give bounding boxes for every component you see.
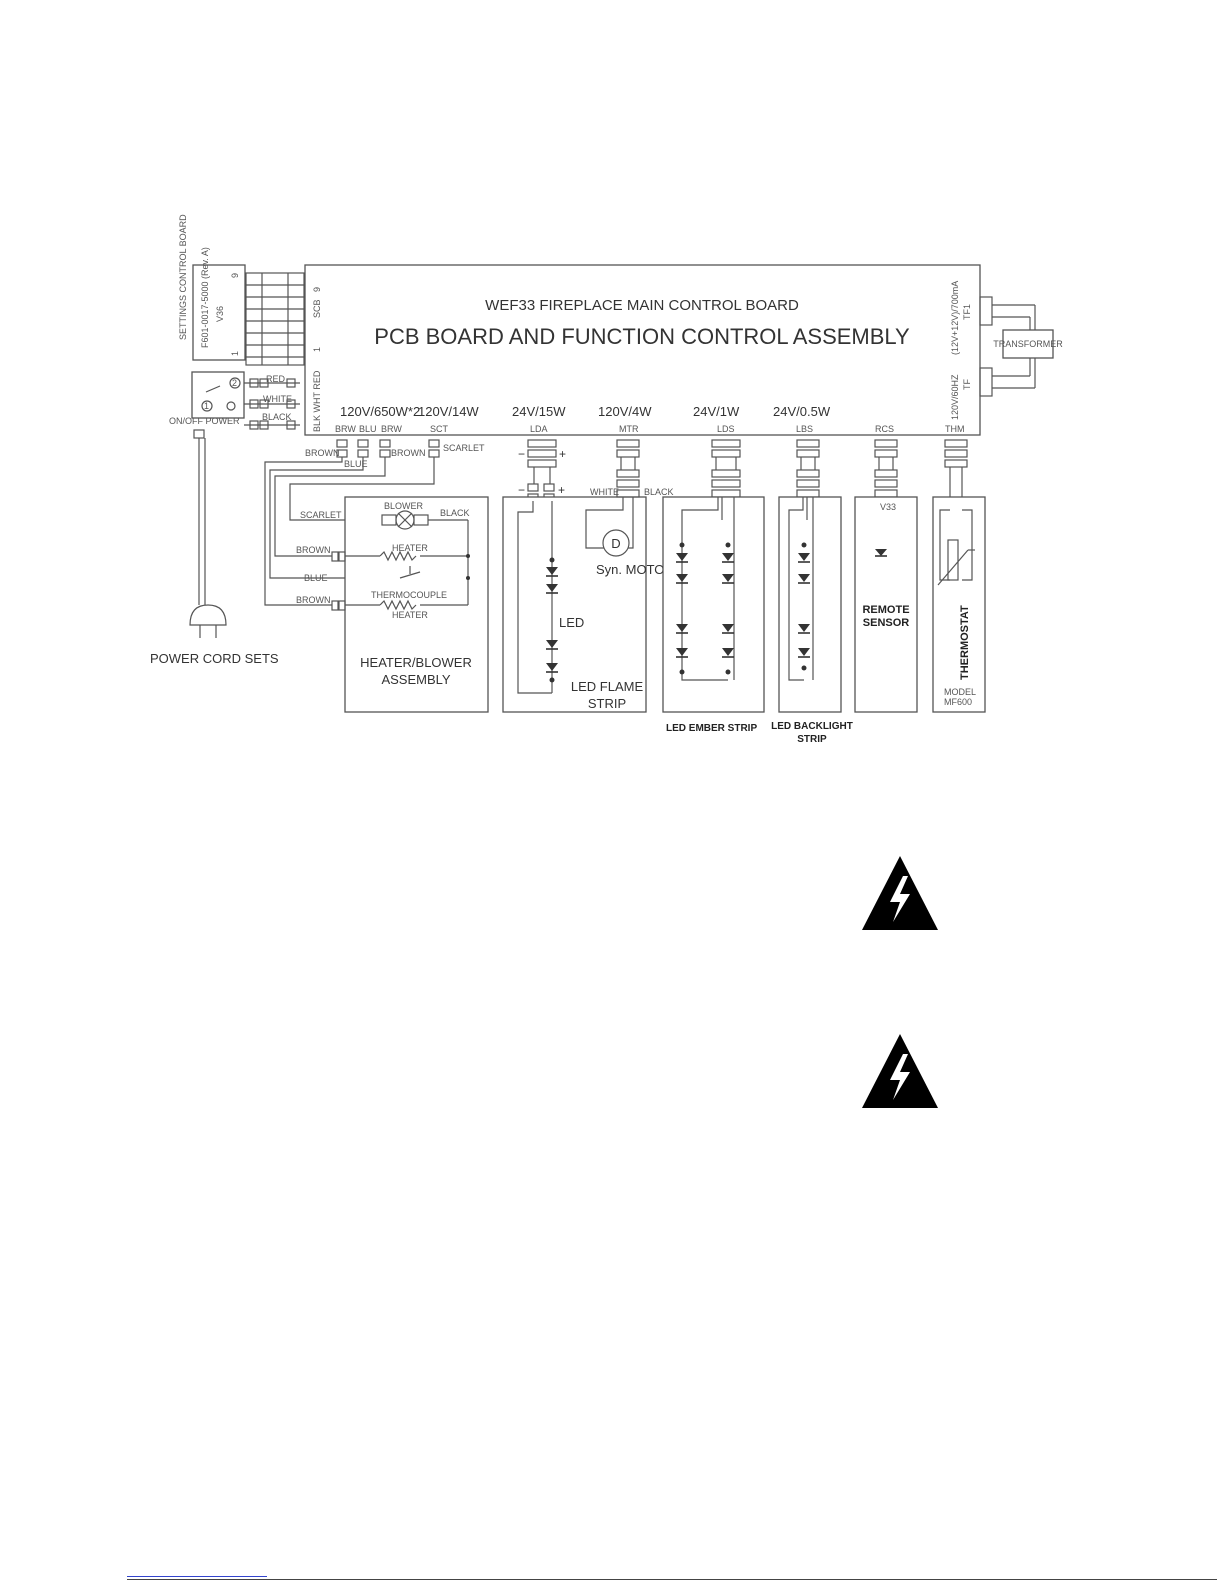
flame-plus-2: + [558,483,565,497]
wire-brown-top2: BROWN [391,448,426,458]
motor-wire-white: WHITE [590,487,619,497]
wire-black-blower: BLACK [440,508,470,518]
backlight-strip-name-2: STRIP [797,734,827,745]
conn-brw: BRW [335,424,356,434]
heater-blower-assembly: BLOWER SCARLET BLACK BROWN HEATER BLUE T… [296,496,489,713]
thermostat-name: THERMOSTAT [959,605,971,680]
heater-wiring: BROWN BLUE BROWN SCARLET [264,439,485,606]
rating-blower: 120V/14W [418,404,479,419]
rating-led-flame: 24V/15W [512,404,566,419]
scb-label: SCB [312,299,322,318]
settings-board-part: F601-0017-5000 (Rev. A) [200,247,210,348]
rating-motor: 120V/4W [598,404,652,419]
wire-brown-heater: BROWN [296,545,331,555]
settings-board-pin-bottom: 1 [230,351,240,356]
flame-plus: + [559,447,566,461]
conn-lda: LDA [530,424,548,434]
ribbon-connector [245,272,305,366]
footer-rule [127,1579,1217,1580]
switch-wire-red: RED [266,374,286,384]
conn-rcs: RCS [875,424,894,434]
thermocouple-label: THERMOCOUPLE [371,590,447,600]
settings-board-model: V36 [215,306,225,322]
warning-electric-shock-icon [862,1034,938,1108]
motor-symbol: D [611,536,620,551]
switch-pos1: 1 [204,401,209,411]
flame-minus-2: − [518,483,525,497]
wire-scarlet-bottom: SCARLET [300,510,342,520]
led-backlight-strip: LED BACKLIGHT STRIP [771,439,853,745]
ratings-row: 120V/650W*2 120V/14W 24V/15W 120V/4W 24V… [340,404,831,419]
conn-mtr: MTR [619,424,639,434]
rating-backlight: 24V/0.5W [773,404,831,419]
remote-sensor: V33 REMOTE SENSOR [854,439,918,713]
board-subtitle: WEF33 FIREPLACE MAIN CONTROL BOARD [485,297,799,314]
heater2-label: HEATER [392,610,428,620]
switch-pos2: 2 [232,378,237,388]
conn-lds: LDS [717,424,735,434]
flame-strip-name-1: LED FLAME [571,679,644,694]
switch-label: ON/OFF POWER [169,416,240,426]
settings-board-title: SETTINGS CONTROL BOARD [178,214,188,340]
wire-brown-thermo: BROWN [296,595,331,605]
wire-blue-top: BLUE [344,459,368,469]
footer-link-underline[interactable] [127,1576,267,1577]
conn-sct: SCT [430,424,449,434]
wire-blue-switch: BLUE [304,573,328,583]
conn-lbs: LBS [796,424,813,434]
tf1-rating: (12V+12V)/700mA [950,281,960,355]
motor-label: Syn. MOTOR [596,562,674,577]
power-switch: 2 1 ON/OFF POWER RED WHITE BLACK [169,371,300,430]
heater-assembly-name-1: HEATER/BLOWER [360,655,472,670]
power-cord: POWER CORD SETS [150,429,279,666]
conn-blu: BLU [359,424,377,434]
transformer-label: TRANSFORMER [993,339,1063,349]
heater-label: HEATER [392,543,428,553]
power-cord-label: POWER CORD SETS [150,651,279,666]
remote-name-2: SENSOR [863,617,910,629]
heater-assembly-name-2: ASSEMBLY [381,672,450,687]
settings-control-board: SETTINGS CONTROL BOARD F601-0017-5000 (R… [178,214,246,361]
scb-pin-top: 9 [312,287,322,292]
remote-name-1: REMOTE [862,604,909,616]
tf-rating: 120V/60HZ [950,374,960,420]
wire-brown-top: BROWN [305,448,340,458]
blower-label: BLOWER [384,501,424,511]
board-title: PCB BOARD AND FUNCTION CONTROL ASSEMBLY [374,324,910,349]
connector-labels: BRW BLU BRW SCT LDA MTR LDS LBS RCS THM [335,424,965,434]
remote-code: V33 [880,502,896,512]
wire-scarlet-top: SCARLET [443,443,485,453]
flame-strip-name-2: STRIP [588,696,626,711]
thermostat-model-2: MF600 [944,697,972,707]
rating-ember: 24V/1W [693,404,740,419]
conn-thm: THM [945,424,965,434]
tf-label: TF [962,379,972,390]
conn-brw2: BRW [381,424,402,434]
thermostat-model-1: MODEL [944,687,976,697]
tf1-label: TF1 [962,304,972,320]
backlight-strip-name-1: LED BACKLIGHT [771,721,853,732]
flame-led-label: LED [559,615,584,630]
scb-pin-bottom: 1 [312,347,322,352]
ember-strip-name: LED EMBER STRIP [666,723,757,734]
flame-minus: − [518,447,525,461]
warning-electric-shock-icon [862,856,938,930]
switch-wire-black: BLACK [262,412,292,422]
led-ember-strip: LED EMBER STRIP [662,439,765,734]
settings-board-pin-top: 9 [230,273,240,278]
main-control-board: WEF33 FIREPLACE MAIN CONTROL BOARD PCB B… [304,264,981,436]
motor-wire-black: BLACK [644,487,674,497]
board-side-wires: BLK WHT RED [312,370,322,432]
thermostat: THERMOSTAT MODEL MF600 [932,439,986,713]
transformer: TRANSFORMER [979,296,1063,397]
led-flame-strip: − + − + LED LED FLAME STRIP [502,439,647,713]
syn-motor: WHITE BLACK D Syn. MOTOR [585,439,674,577]
switch-wire-white: WHITE [263,394,292,404]
rating-heater: 120V/650W*2 [340,404,420,419]
